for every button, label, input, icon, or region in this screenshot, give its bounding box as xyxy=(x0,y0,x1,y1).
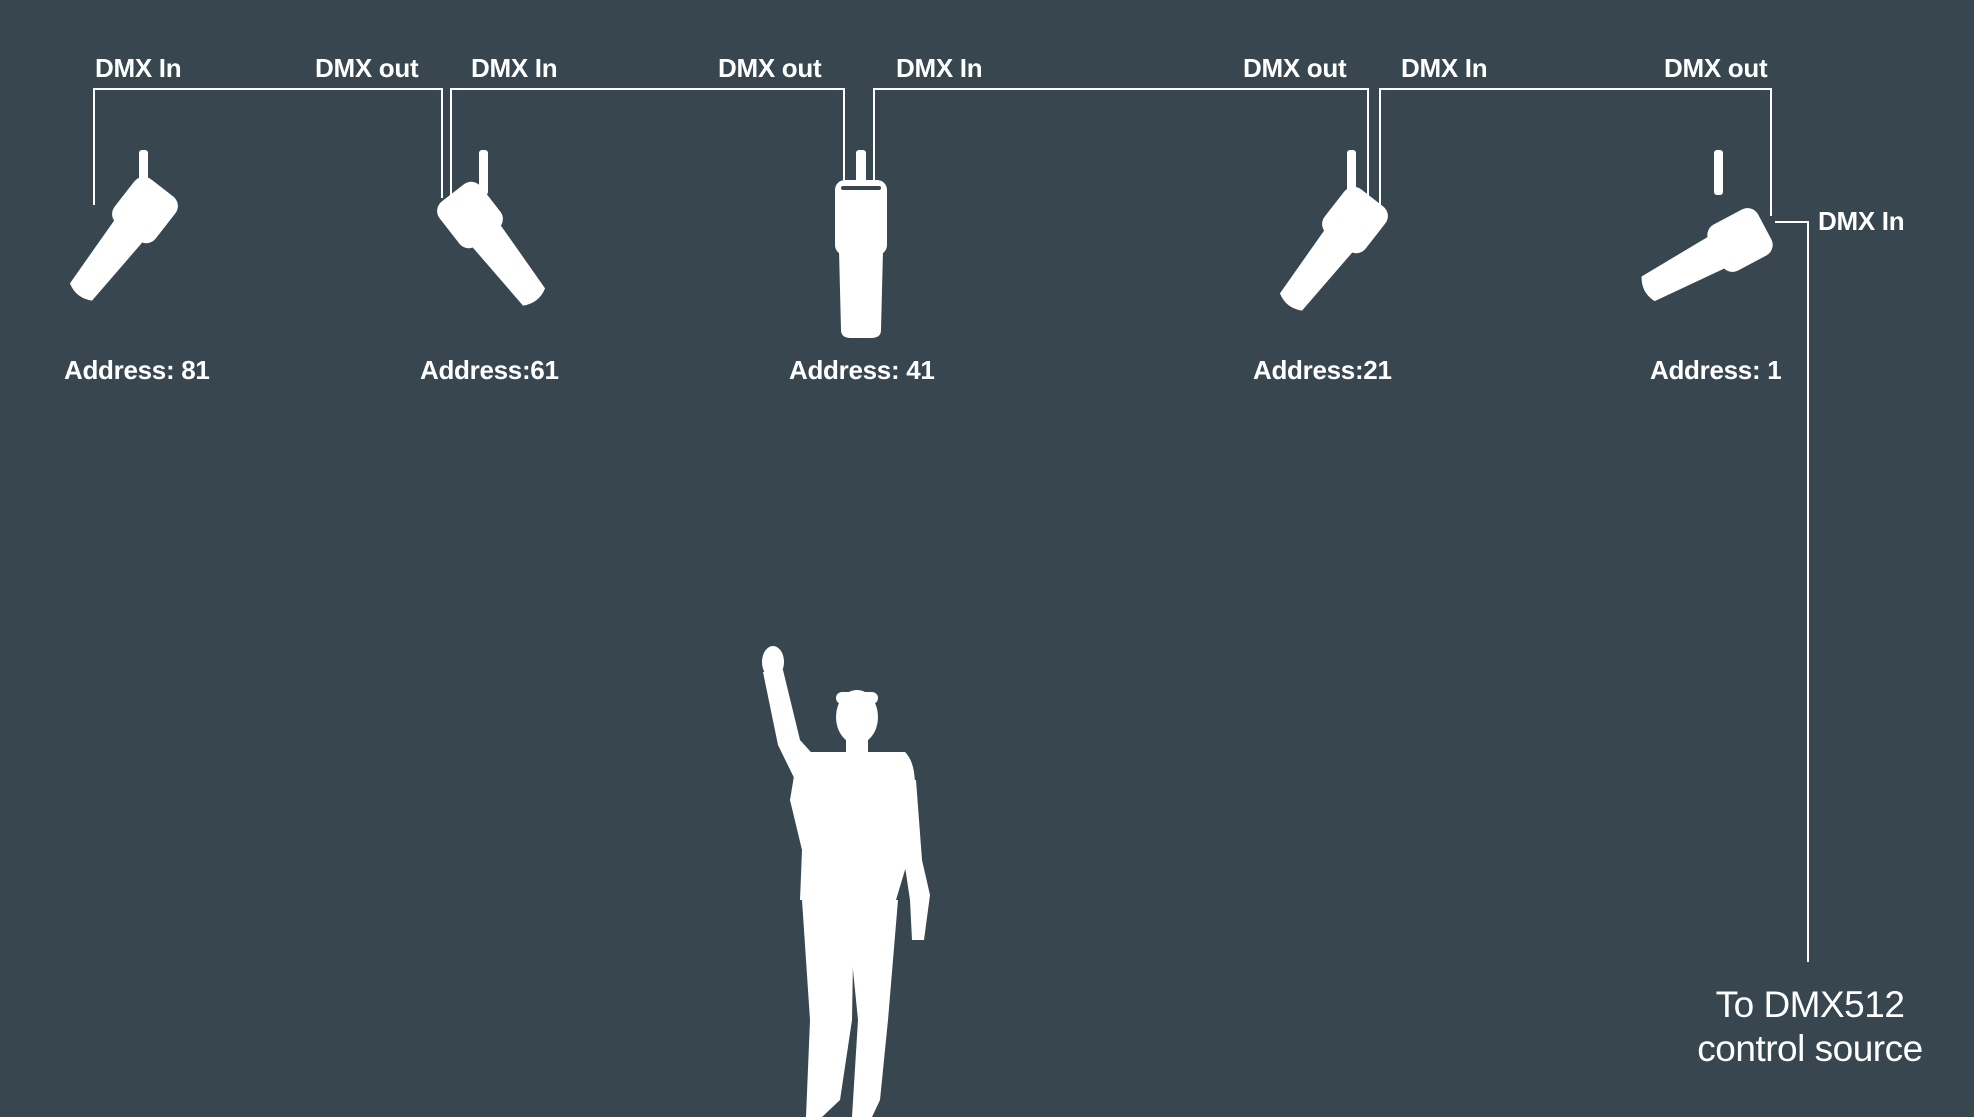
moving-head-fixture-icon-61 xyxy=(437,150,546,306)
address-label-1: Address: 1 xyxy=(1650,355,1782,385)
dmx-cable-61-41 xyxy=(450,88,845,198)
dmx-in-label-81: DMX In xyxy=(95,53,182,83)
dmx-out-label-41: DMX out xyxy=(718,53,822,83)
address-label-61: Address:61 xyxy=(420,355,559,385)
dmx-cable-21-1 xyxy=(1379,88,1772,216)
dmx-in-label-61: DMX In xyxy=(471,53,558,83)
dmx-cable-chain xyxy=(93,88,1809,962)
control-source-line2: control source xyxy=(1697,1028,1923,1069)
dmx-cable-controller xyxy=(1775,221,1809,962)
moving-head-fixture-icon-41 xyxy=(835,150,887,338)
moving-head-fixture-icon-21 xyxy=(1279,150,1388,311)
control-source-line1: To DMX512 xyxy=(1715,984,1905,1025)
dmx-out-label-1: DMX out xyxy=(1664,53,1768,83)
moving-head-fixture-icon-81 xyxy=(69,150,178,301)
person-silhouette-icon xyxy=(762,646,930,1117)
dmx-cable-81-61 xyxy=(93,88,443,205)
moving-head-fixture-icon-1 xyxy=(1641,150,1773,302)
dmx-out-label-21: DMX out xyxy=(1243,53,1347,83)
dmx-in-label-41: DMX In xyxy=(896,53,983,83)
dmx-out-label-61: DMX out xyxy=(315,53,419,83)
address-label-81: Address: 81 xyxy=(64,355,210,385)
control-source-label: To DMX512 control source xyxy=(1655,983,1965,1071)
dmx-in-label-1: DMX In xyxy=(1818,206,1905,236)
dmx-in-label-21: DMX In xyxy=(1401,53,1488,83)
address-label-21: Address:21 xyxy=(1253,355,1392,385)
address-label-41: Address: 41 xyxy=(789,355,935,385)
dmx-cable-41-21 xyxy=(873,88,1369,205)
